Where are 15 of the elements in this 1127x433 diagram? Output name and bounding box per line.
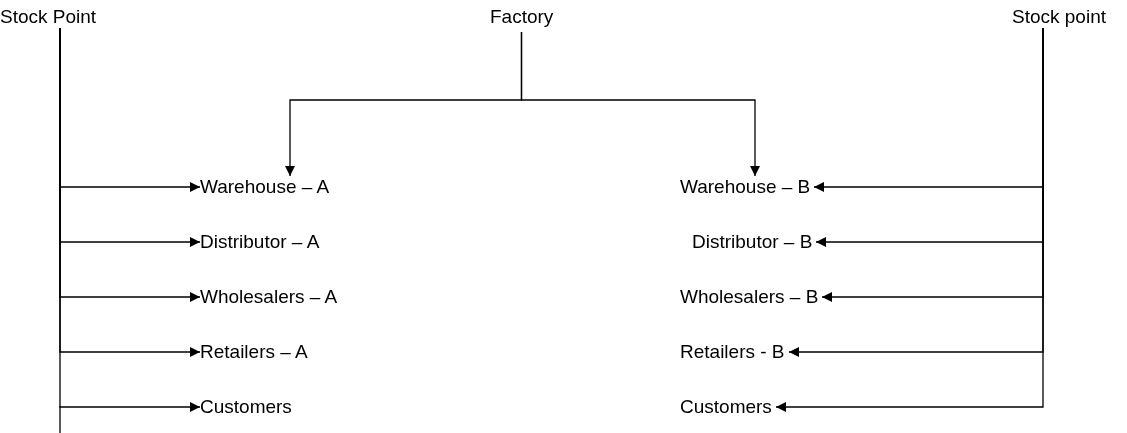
arrow [520,31,760,177]
node-label: Factory [490,6,554,28]
node-label: Distributor – A [200,231,320,253]
node-label: Wholesalers – B [680,286,819,308]
node-label: Retailers - B [680,341,785,363]
node-label: Retailers – A [200,341,308,363]
node-label: Warehouse – B [680,176,811,198]
node-label: Stock Point [0,6,97,28]
node-label: Warehouse – A [200,176,330,198]
node-label: Stock point [1012,6,1106,28]
arrow [775,27,1044,412]
node-label: Distributor – B [692,231,813,253]
node-label: Customers [200,396,292,418]
node-label: Wholesalers – A [200,286,338,308]
node-label: Customers [680,396,772,418]
